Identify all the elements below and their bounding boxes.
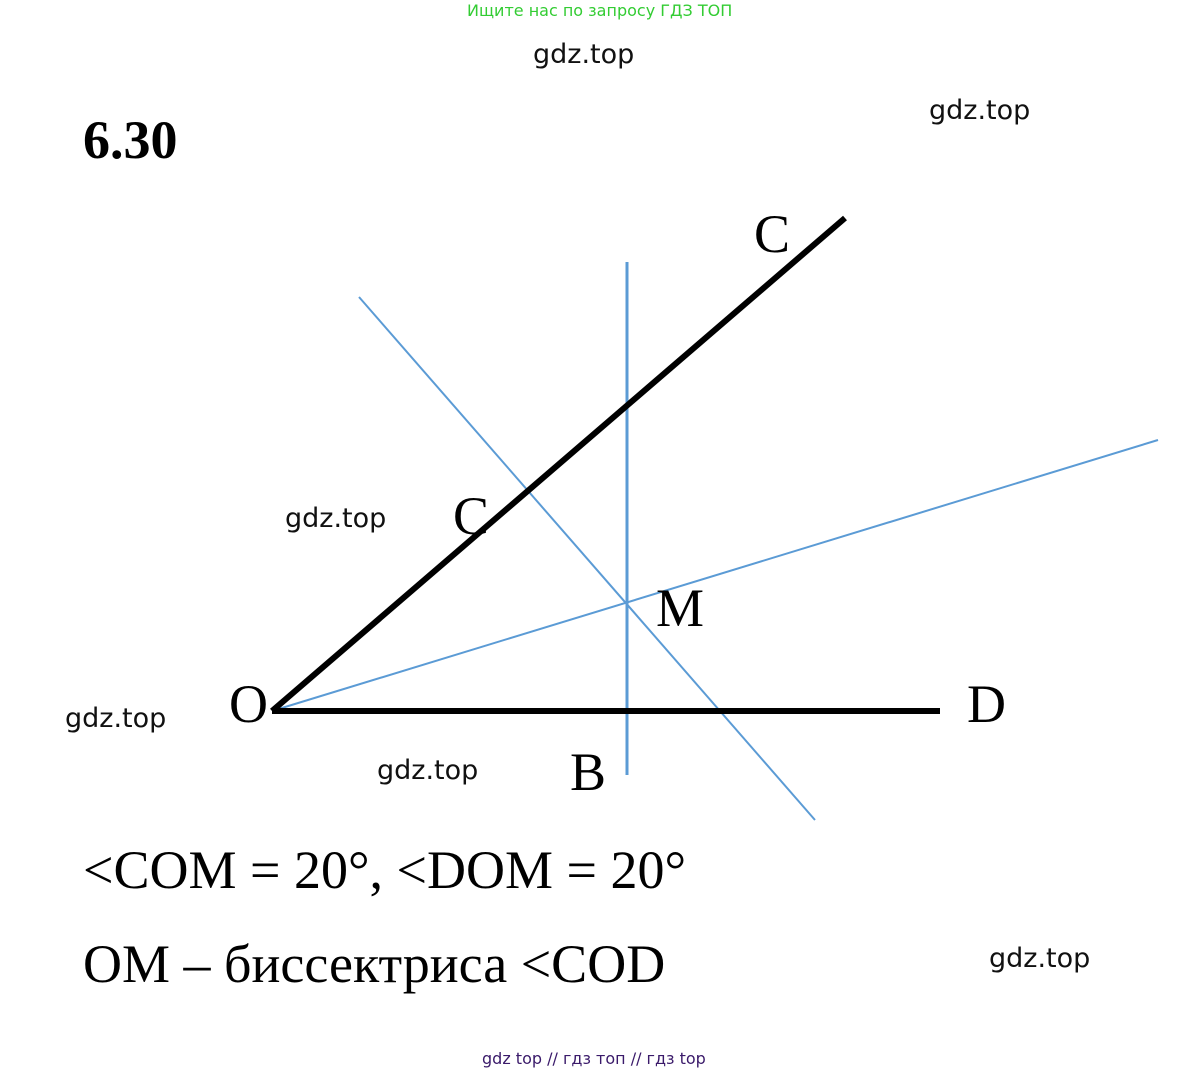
problem-number: 6.30 (83, 110, 178, 170)
label-point-o: O (229, 674, 268, 734)
equation-angles: <COM = 20°, <DOM = 20° (83, 840, 687, 900)
watermark: gdz.top (377, 755, 479, 786)
label-point-c-middle: C (453, 486, 489, 546)
label-point-b: B (570, 742, 606, 802)
label-point-m: M (656, 578, 704, 638)
watermark: gdz.top (285, 503, 387, 534)
footer-links[interactable]: gdz top // гдз топ // гдз top (482, 1049, 706, 1068)
ray-oc (270, 215, 847, 714)
watermark: gdz.top (65, 703, 167, 734)
label-point-d: D (967, 674, 1006, 734)
watermark: gdz.top (989, 943, 1091, 974)
perpendicular-line-diagonal (358, 296, 816, 821)
watermark: gdz.top (929, 95, 1031, 126)
label-point-c-top: C (754, 204, 790, 264)
search-banner[interactable]: Ищите нас по запросу ГДЗ ТОП (467, 1, 733, 20)
bisector-ray-om (271, 439, 1159, 712)
site-watermark-header: gdz.top (533, 39, 635, 70)
equation-bisector: OM – биссектриса <COD (83, 934, 666, 994)
